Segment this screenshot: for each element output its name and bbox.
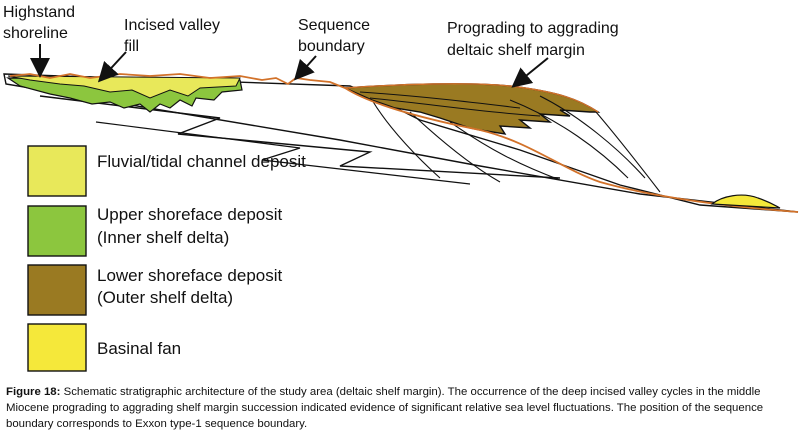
sequence-boundary-arrow [293,55,317,81]
foreset-2 [409,111,501,183]
caption-text: Schematic stratigraphic architecture of … [6,386,764,430]
legend-fluvial-label: Fluvial/tidal channel deposit [97,152,306,171]
label-sequence-1: Sequence [298,17,370,34]
legend: Fluvial/tidal channel deposit Upper shor… [27,145,306,372]
label-prograding-2: deltaic shelf margin [447,42,585,59]
caption-title: Figure 18: [6,386,61,398]
legend-swatch-fluvial [27,145,87,197]
legend-lower-shoreface-label: Lower shoreface deposit [97,266,283,285]
legend-basinal-fan-label: Basinal fan [97,339,181,358]
stratigraphic-diagram: Highstand shoreline Incised valley fill … [3,4,799,372]
incised-valley-arrow [97,51,127,83]
label-highstand-1: Highstand [3,4,75,21]
fluvial-channel-deposit [7,75,241,99]
basinal-fan-deposit [710,194,781,209]
foreset-3 [449,121,561,181]
deltaic-clinoform-2 [369,97,541,117]
foreset-6 [595,111,661,193]
foreset-5 [539,95,646,179]
legend-upper-shoreface-label: Upper shoreface deposit [97,205,283,224]
clinoform-sawtooth-lower [95,121,471,185]
label-highstand-2: shoreline [3,25,68,42]
legend-lower-shoreface-sublabel: (Outer shelf delta) [97,288,233,307]
deltaic-clinoform-1 [359,91,521,109]
legend-swatch-basinal-fan [27,323,87,372]
label-incised-2: fill [124,38,139,55]
sequence-boundary-line [9,73,799,213]
sequence-boundary-upper-delta [344,83,599,113]
foreset-4 [509,99,629,179]
label-incised-1: Incised valley [124,17,220,34]
label-sequence-2: boundary [298,38,365,55]
legend-upper-shoreface-sublabel: (Inner shelf delta) [97,228,229,247]
legend-swatch-lower-shoreface [27,264,87,316]
label-prograding-1: Prograding to aggrading [447,20,619,37]
foreset-1 [371,99,441,179]
legend-swatch-upper-shoreface [27,205,87,257]
clinoform-sawtooth-upper [39,95,561,179]
figure-caption: Figure 18: Schematic stratigraphic archi… [6,384,796,432]
prograding-arrow [511,57,549,88]
